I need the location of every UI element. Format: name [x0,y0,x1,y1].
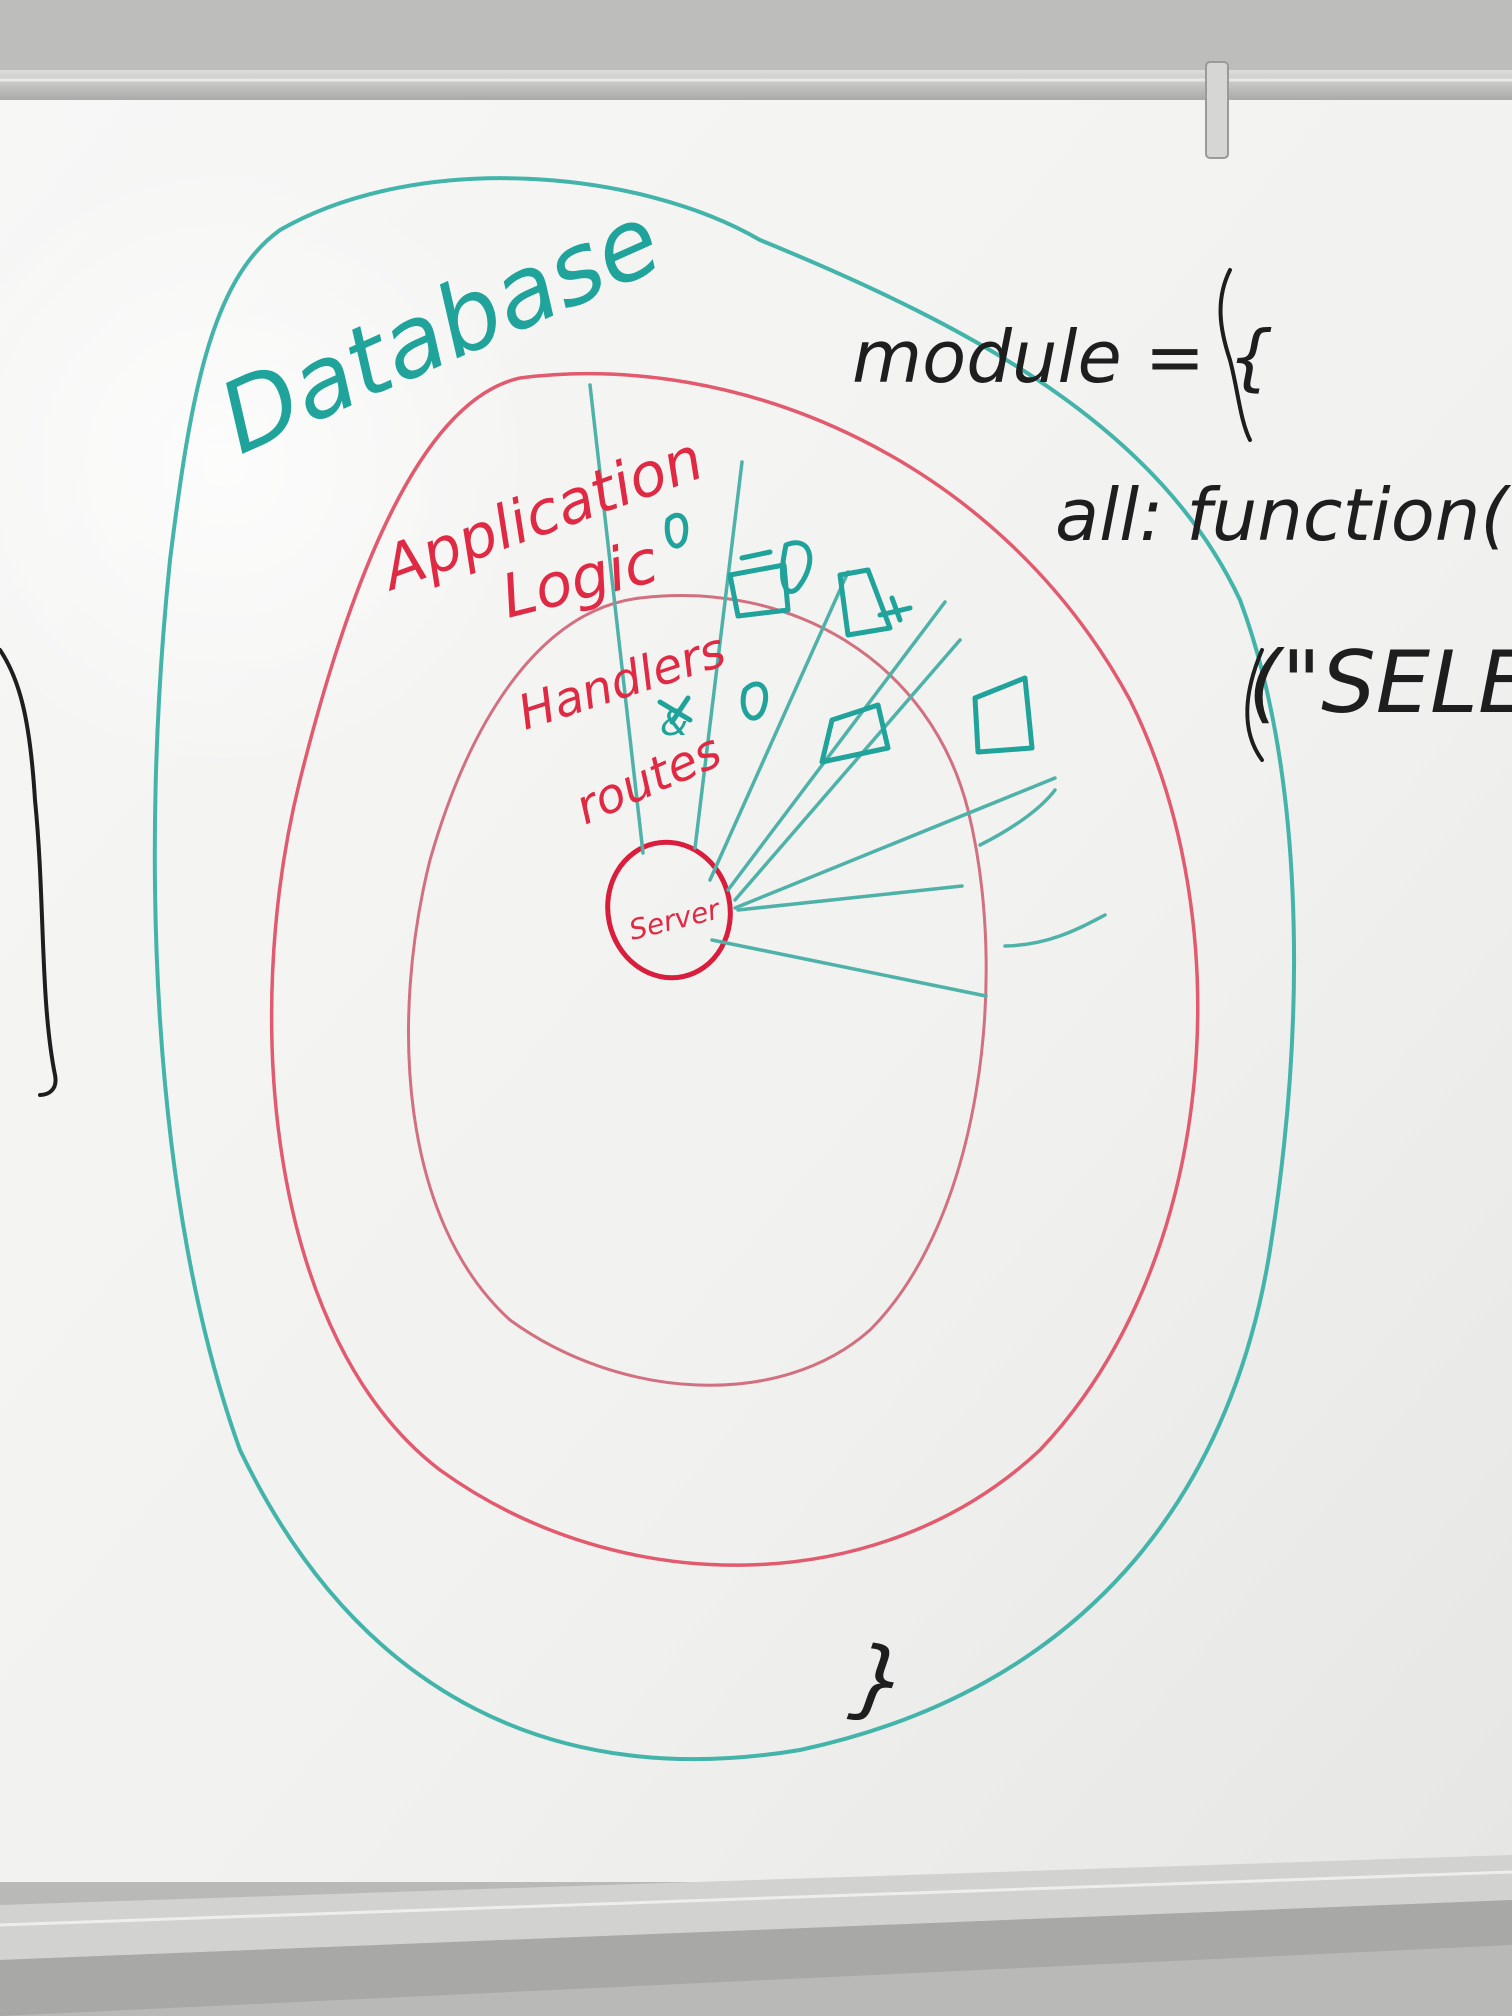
marker-tray [0,1855,1512,2016]
teal-box-marks [657,512,1035,765]
handlers-amp-label: & [660,703,688,744]
application-logic-ring [269,371,1200,1567]
request-spokes [588,383,1107,998]
black-marker-marks [0,268,1264,1097]
code-line-1: module = { [852,315,1274,399]
top-rail [0,0,1512,159]
board-glare [0,150,900,1050]
code-line-2: all: function( [1055,473,1511,557]
code-line-3: ("SELE [1248,633,1512,733]
server-node [605,839,733,981]
handlers-routes-ring [407,594,988,1387]
database-outer-loop [152,176,1296,1762]
